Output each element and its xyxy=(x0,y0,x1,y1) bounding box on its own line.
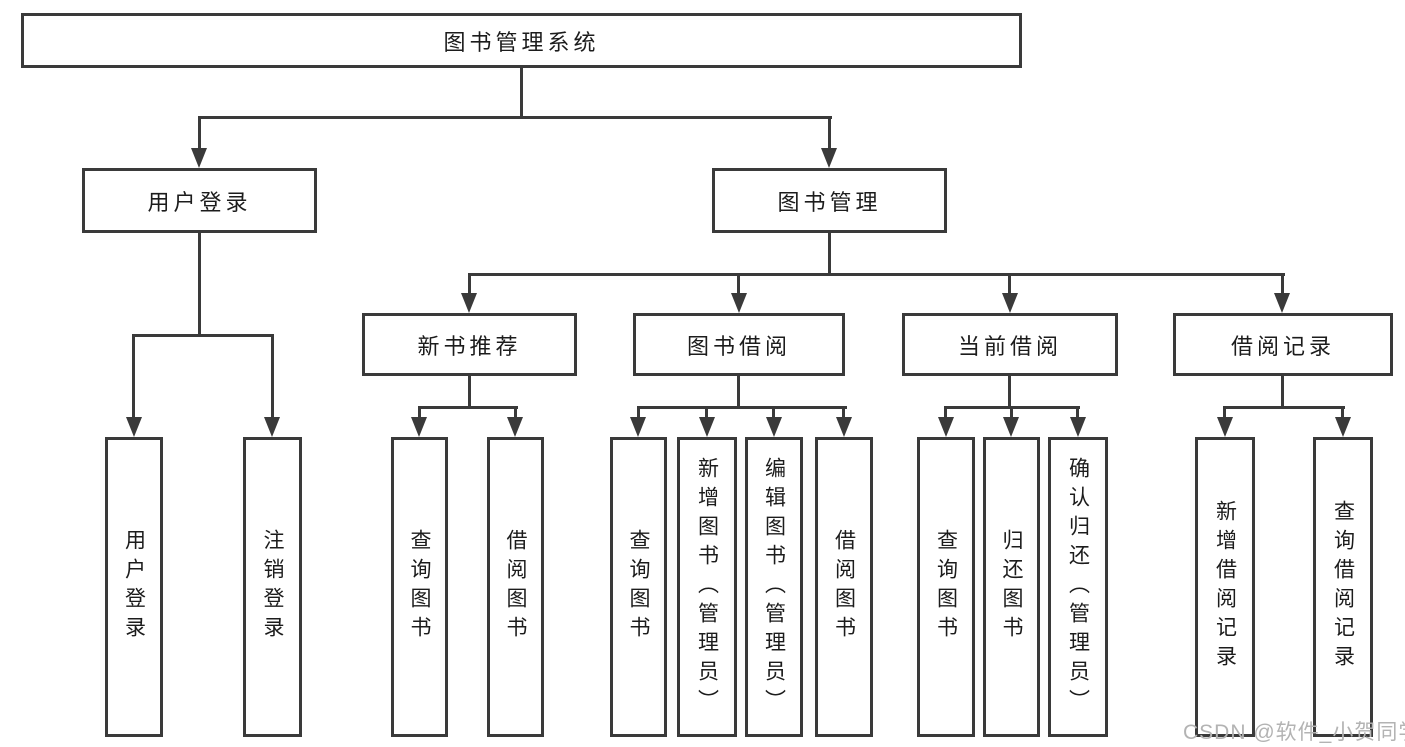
leaf-record-query: 查询借阅记录 xyxy=(1313,437,1373,737)
leaf-logout-label: 注销登录 xyxy=(261,529,284,645)
leaf-current-confirm-admin-label: 确认归还（管理员） xyxy=(1066,456,1090,718)
leaf-record-query-label: 查询借阅记录 xyxy=(1331,500,1355,674)
connector xyxy=(468,376,471,408)
node-borrow-record: 借阅记录 xyxy=(1173,313,1393,376)
connector xyxy=(828,233,831,276)
leaf-borrow-query-label: 查询图书 xyxy=(627,529,650,645)
connector xyxy=(198,116,201,152)
leaf-record-add: 新增借阅记录 xyxy=(1195,437,1255,737)
arrow-down-icon xyxy=(1070,417,1086,437)
arrow-down-icon xyxy=(264,417,280,437)
node-book-borrow-label: 图书借阅 xyxy=(686,333,791,359)
arrow-down-icon xyxy=(938,417,954,437)
connector xyxy=(271,334,274,421)
connector xyxy=(468,273,471,296)
node-current-borrow-label: 当前借阅 xyxy=(957,333,1062,359)
arrow-down-icon xyxy=(191,148,207,168)
connector xyxy=(1281,376,1284,408)
connector xyxy=(637,406,847,409)
connector xyxy=(1341,406,1344,419)
connector xyxy=(1281,273,1284,296)
leaf-borrow-add-admin: 新增图书（管理员） xyxy=(677,437,737,737)
arrow-down-icon xyxy=(766,417,782,437)
arrow-down-icon xyxy=(507,417,523,437)
leaf-borrow-query: 查询图书 xyxy=(610,437,667,737)
leaf-newbook-borrow: 借阅图书 xyxy=(487,437,544,737)
arrow-down-icon xyxy=(1003,417,1019,437)
arrow-down-icon xyxy=(1002,293,1018,313)
connector xyxy=(1223,406,1345,409)
connector xyxy=(1076,406,1079,419)
arrow-down-icon xyxy=(126,417,142,437)
leaf-current-confirm-admin: 确认归还（管理员） xyxy=(1048,437,1108,737)
connector xyxy=(418,406,518,409)
node-root-label: 图书管理系统 xyxy=(443,29,600,55)
arrow-down-icon xyxy=(630,417,646,437)
node-root: 图书管理系统 xyxy=(21,13,1022,68)
connector xyxy=(418,406,421,419)
leaf-borrow-borrow: 借阅图书 xyxy=(815,437,873,737)
connector xyxy=(705,406,708,419)
connector xyxy=(1223,406,1226,419)
node-current-borrow: 当前借阅 xyxy=(902,313,1118,376)
node-user-login-label: 用户登录 xyxy=(147,189,252,215)
connector xyxy=(828,116,831,152)
connector xyxy=(198,116,832,119)
arrow-down-icon xyxy=(411,417,427,437)
watermark: CSDN @软件_小贺同学 xyxy=(1183,721,1405,744)
leaf-logout: 注销登录 xyxy=(243,437,302,737)
arrow-down-icon xyxy=(1274,293,1290,313)
arrow-down-icon xyxy=(731,293,747,313)
connector xyxy=(520,68,523,119)
node-new-book-recommend-label: 新书推荐 xyxy=(417,333,522,359)
leaf-user-login: 用户登录 xyxy=(105,437,163,737)
arrow-down-icon xyxy=(1217,417,1233,437)
arrow-down-icon xyxy=(1335,417,1351,437)
connector xyxy=(772,406,775,419)
leaf-current-return-label: 归还图书 xyxy=(1000,529,1023,645)
leaf-borrow-borrow-label: 借阅图书 xyxy=(832,529,856,645)
connector xyxy=(132,334,135,421)
arrow-down-icon xyxy=(699,417,715,437)
leaf-borrow-add-admin-label: 新增图书（管理员） xyxy=(695,456,719,718)
leaf-newbook-borrow-label: 借阅图书 xyxy=(504,529,527,645)
leaf-borrow-edit-admin-label: 编辑图书（管理员） xyxy=(762,456,786,718)
connector xyxy=(637,406,640,419)
node-book-borrow: 图书借阅 xyxy=(633,313,845,376)
connector xyxy=(1008,376,1011,408)
node-book-management-label: 图书管理 xyxy=(777,189,882,215)
node-user-login: 用户登录 xyxy=(82,168,317,233)
connector xyxy=(1008,273,1011,296)
arrow-down-icon xyxy=(461,293,477,313)
connector xyxy=(468,273,1285,276)
arrow-down-icon xyxy=(821,148,837,168)
leaf-current-query: 查询图书 xyxy=(917,437,975,737)
connector xyxy=(514,406,517,419)
leaf-borrow-edit-admin: 编辑图书（管理员） xyxy=(745,437,803,737)
node-new-book-recommend: 新书推荐 xyxy=(362,313,577,376)
leaf-current-query-label: 查询图书 xyxy=(934,529,958,645)
leaf-newbook-query-label: 查询图书 xyxy=(408,529,431,645)
connector xyxy=(842,406,845,419)
leaf-user-login-label: 用户登录 xyxy=(122,529,146,645)
leaf-current-return: 归还图书 xyxy=(983,437,1040,737)
connector xyxy=(132,334,274,337)
arrow-down-icon xyxy=(836,417,852,437)
connector xyxy=(737,273,740,296)
leaf-record-add-label: 新增借阅记录 xyxy=(1213,500,1237,674)
connector xyxy=(1010,406,1013,419)
leaf-newbook-query: 查询图书 xyxy=(391,437,448,737)
node-borrow-record-label: 借阅记录 xyxy=(1230,333,1335,359)
connector xyxy=(737,376,740,408)
node-book-management: 图书管理 xyxy=(712,168,947,233)
connector xyxy=(198,233,201,337)
connector xyxy=(944,406,947,419)
